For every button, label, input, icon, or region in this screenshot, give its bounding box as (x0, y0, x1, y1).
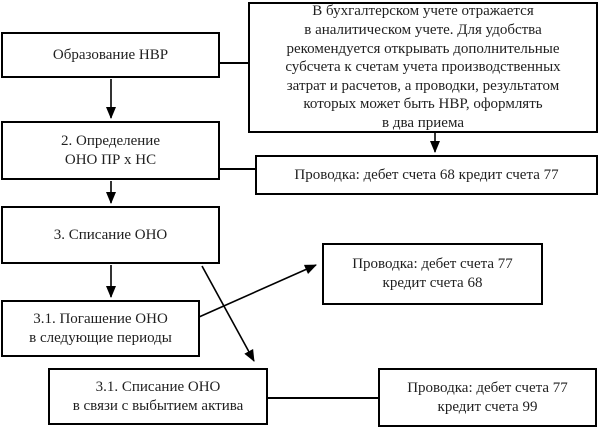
flow-box-provodka-debet-68-kredit-77: Проводка: дебет счета 68 кредит счета 77 (255, 155, 598, 195)
flow-box-opredelenie-ono: 2. Определение ОНО ПР х НС (1, 121, 220, 180)
note-line: которых может быть НВР, оформлять (303, 96, 543, 113)
box-label: 3. Списание ОНО (53, 226, 168, 243)
box-label: Проводка: дебет счета 77 (352, 256, 513, 272)
flow-box-obrazovanie-nvr: Образование НВР (1, 32, 220, 78)
box-label: Проводка: дебет счета 68 кредит счета 77 (294, 166, 559, 183)
note-line: в два приема (381, 114, 465, 131)
box-label: кредит счета 68 (382, 275, 483, 291)
note-line: субсчета к счетам учета производственных (285, 59, 561, 76)
box-label: ОНО ПР х НС (64, 151, 157, 168)
flow-box-spisanie-ono: 3. Списание ОНО (1, 206, 220, 264)
flow-box-spisanie-ono-vybytie: 3.1. Списание ОНО в связи с выбытием акт… (48, 368, 268, 425)
flow-box-provodka-debet-77-kredit-99: Проводка: дебет счета 77 кредит счета 99 (378, 368, 597, 427)
arrow-pogashenie-to-provodka-77-68 (198, 264, 317, 318)
box-label: кредит счета 99 (437, 398, 538, 415)
box-label: в связи с выбытием актива (72, 397, 244, 414)
box-label: Проводка: дебет счета 77 (407, 379, 568, 396)
box-label: 3.1. Списание ОНО (95, 378, 221, 395)
note-line: в аналитическом учете. Для удобства (304, 22, 542, 39)
note-line: затрат и расчетов, а проводки, результат… (286, 77, 560, 94)
box-label: Образование НВР (52, 46, 169, 63)
flow-box-provodka-debet-77-kredit-68: Проводка: дебет счета 77 кредит счета 68 (322, 243, 543, 305)
arrow-spisanie-to-vybytie (201, 265, 255, 362)
box-label: в следующие периоды (29, 329, 172, 346)
box-label: 2. Определение (61, 132, 160, 149)
box-label: 3.1. Погашение ОНО (33, 310, 168, 327)
note-line: В бухгалтерском учете отражается (312, 3, 534, 20)
note-line: рекомендуется открывать дополнительные (286, 40, 560, 57)
flow-box-pogashenie-ono: 3.1. Погашение ОНО в следующие периоды (1, 300, 200, 357)
flow-box-note-accounting: В бухгалтерском учете отражается в анали… (248, 2, 598, 133)
